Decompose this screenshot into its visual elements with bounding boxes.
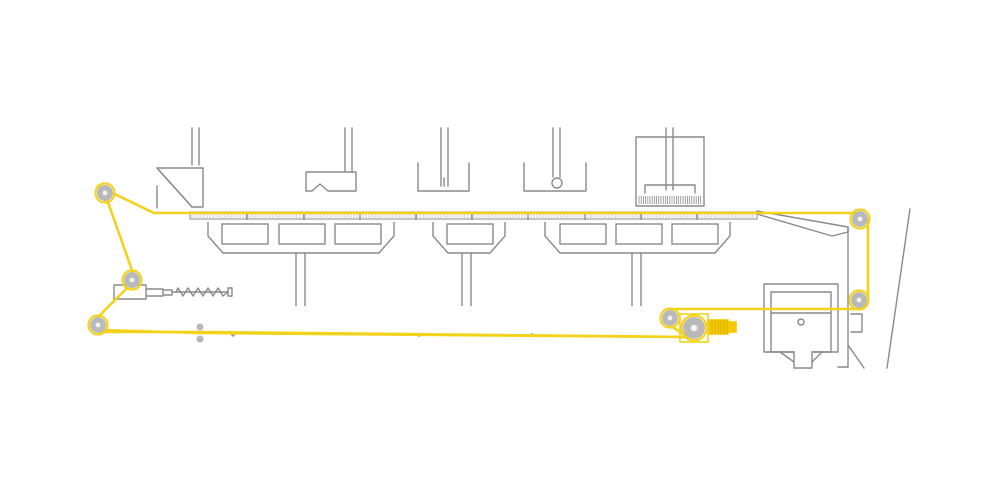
- tray-support-frame: [207, 222, 731, 306]
- belt-tensioner: [113, 284, 233, 300]
- forming-tray: [671, 223, 719, 245]
- collection-bin: [763, 283, 839, 369]
- forming-tray: [615, 223, 663, 245]
- forming-tray-frame: [544, 222, 731, 254]
- pulley-hub: [95, 322, 101, 328]
- tension-spring: [175, 287, 229, 297]
- belt-return-span: [98, 328, 690, 339]
- pulley-belt-wrap: [848, 289, 870, 311]
- pulley-belt-wrap: [87, 314, 109, 336]
- needle-station: [417, 127, 470, 192]
- pulley-belt-wrap: [849, 208, 871, 230]
- forming-tray-frame: [432, 222, 506, 254]
- forming-tray: [334, 223, 382, 245]
- drive-motor: [679, 313, 737, 343]
- forming-tray: [278, 223, 326, 245]
- press-station: [635, 127, 705, 207]
- forming-tray: [221, 223, 269, 245]
- pulley-hub: [690, 324, 698, 332]
- pulley-belt-wrap: [94, 182, 116, 204]
- forming-tray: [559, 223, 607, 245]
- pulley-hub: [129, 277, 135, 283]
- pulley-hub: [857, 216, 863, 222]
- discharge-chute: [756, 208, 911, 369]
- pulley-hub: [102, 190, 108, 196]
- pulley-belt-wrap: [680, 314, 708, 342]
- forming-tray-group: [221, 223, 719, 245]
- roller-station: [523, 127, 587, 192]
- pulley-hub: [667, 315, 673, 321]
- pulley-belt-wrap: [121, 269, 143, 291]
- belt-pulley-group: [87, 182, 871, 342]
- forming-tray: [446, 223, 494, 245]
- scraper-station: [305, 127, 357, 192]
- forming-tray-frame: [207, 222, 395, 254]
- pulley-hub: [856, 297, 862, 303]
- hopper-station: [156, 127, 204, 209]
- conveyor-belt: [91, 184, 870, 339]
- pulley-belt-wrap: [659, 307, 681, 329]
